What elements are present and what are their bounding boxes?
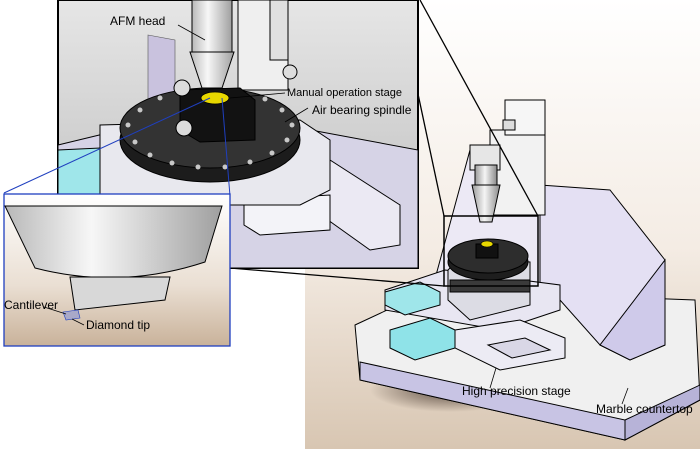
- afm-head-small-body: [474, 164, 498, 186]
- leader-air-bearing: [284, 107, 309, 123]
- label-diamond-tip: Diamond tip: [86, 318, 151, 332]
- stage-knob-top: [173, 79, 191, 97]
- zoom-region-frame: [443, 215, 539, 287]
- cyan-block-back: [384, 281, 441, 316]
- sample-small: [480, 240, 494, 248]
- afm-head-small-cone: [471, 184, 501, 223]
- leader-afm-head: [177, 24, 206, 41]
- label-manual-operation-stage: Manual operation stage: [287, 87, 402, 99]
- spindle-closeup-inset: [57, 0, 419, 269]
- afm-machine: [354, 99, 700, 441]
- inset-afm-head-cone: [189, 51, 235, 89]
- gantry-right-face: [599, 258, 666, 361]
- marble-side-face: [624, 384, 700, 441]
- inset-afm-head-body: [191, 0, 233, 53]
- label-air-bearing-spindle: Air bearing spindle: [312, 103, 412, 117]
- label-afm-head: AFM head: [110, 14, 166, 28]
- label-cantilever: Cantilever: [4, 298, 59, 312]
- platter-holes: [125, 89, 295, 170]
- zoom-line-right: [419, 0, 539, 217]
- leader-marble: [621, 387, 629, 405]
- label-marble-countertop: Marble countertop: [596, 402, 693, 416]
- tip-closeup-inset: [3, 193, 231, 347]
- tip-inset-cone: [4, 205, 223, 279]
- z-knob: [502, 119, 516, 131]
- cantilever-shape: [62, 309, 81, 321]
- inset-sample: [200, 91, 230, 105]
- leader-diamond-tip: [71, 318, 85, 326]
- x-stage-plate: [486, 337, 552, 359]
- inset-z-knob: [282, 64, 298, 80]
- stage-knob-front: [175, 119, 193, 137]
- leader-high-precision: [489, 367, 497, 389]
- label-high-precision-stage: High precision stage: [462, 384, 571, 398]
- blue-zoom-line-top: [3, 97, 211, 194]
- tip-inset-holder: [69, 276, 171, 311]
- blue-zoom-line-right: [221, 97, 231, 197]
- leader-cantilever: [43, 306, 67, 315]
- leader-manual-stage: [229, 92, 286, 99]
- zoom-line-bottom: [229, 267, 445, 287]
- inset-z-rail: [269, 0, 289, 61]
